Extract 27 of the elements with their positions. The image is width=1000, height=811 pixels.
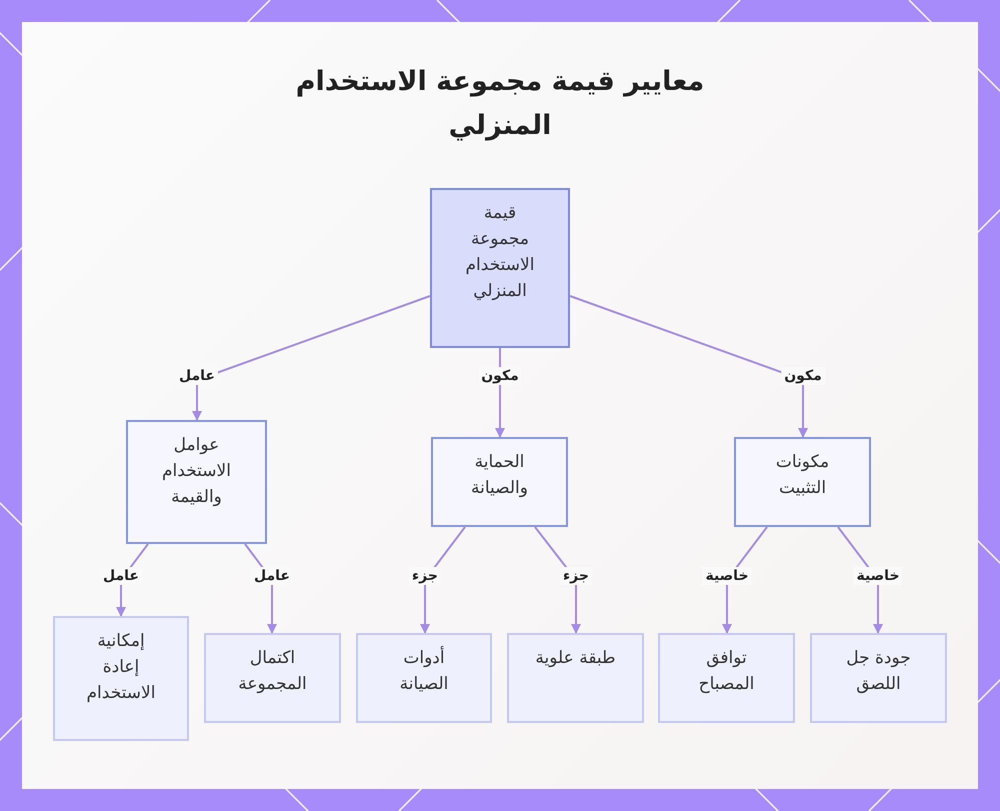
process-box — [431, 437, 568, 527]
node-label: أدوات الصيانة — [398, 645, 450, 696]
process-box — [658, 633, 795, 723]
node-label: قيمة مجموعة الاستخدام المنزلي — [464, 202, 536, 303]
process-box — [53, 616, 189, 741]
edge-label: جزء — [560, 567, 592, 585]
diagram-title: معايير قيمة مجموعة الاستخدام المنزلي — [294, 65, 706, 143]
node-label: الحماية والصيانة — [470, 451, 529, 500]
edge-label: خاصية — [853, 567, 903, 585]
connector — [192, 295, 430, 421]
process-box — [734, 437, 871, 527]
node-label: عوامل الاستخدام والقيمة — [161, 434, 232, 509]
node-label: اكتمال المجموعة — [237, 647, 308, 696]
connector — [570, 295, 808, 438]
node-label: مكونات التثبيت — [774, 451, 830, 500]
edge-label: مكون — [781, 367, 825, 385]
process-box — [430, 188, 570, 348]
process-box — [126, 420, 267, 544]
node-label: جودة جل اللصق — [845, 647, 912, 696]
edge-label: خاصية — [702, 567, 752, 585]
node-label: توافق المصباح — [698, 647, 756, 696]
process-box — [810, 633, 947, 723]
process-box — [204, 633, 341, 723]
node-label: إمكانية إعادة الاستخدام — [86, 630, 156, 705]
node-label: طبقة علوية — [535, 647, 616, 670]
process-box — [507, 633, 644, 723]
process-box — [356, 633, 492, 723]
